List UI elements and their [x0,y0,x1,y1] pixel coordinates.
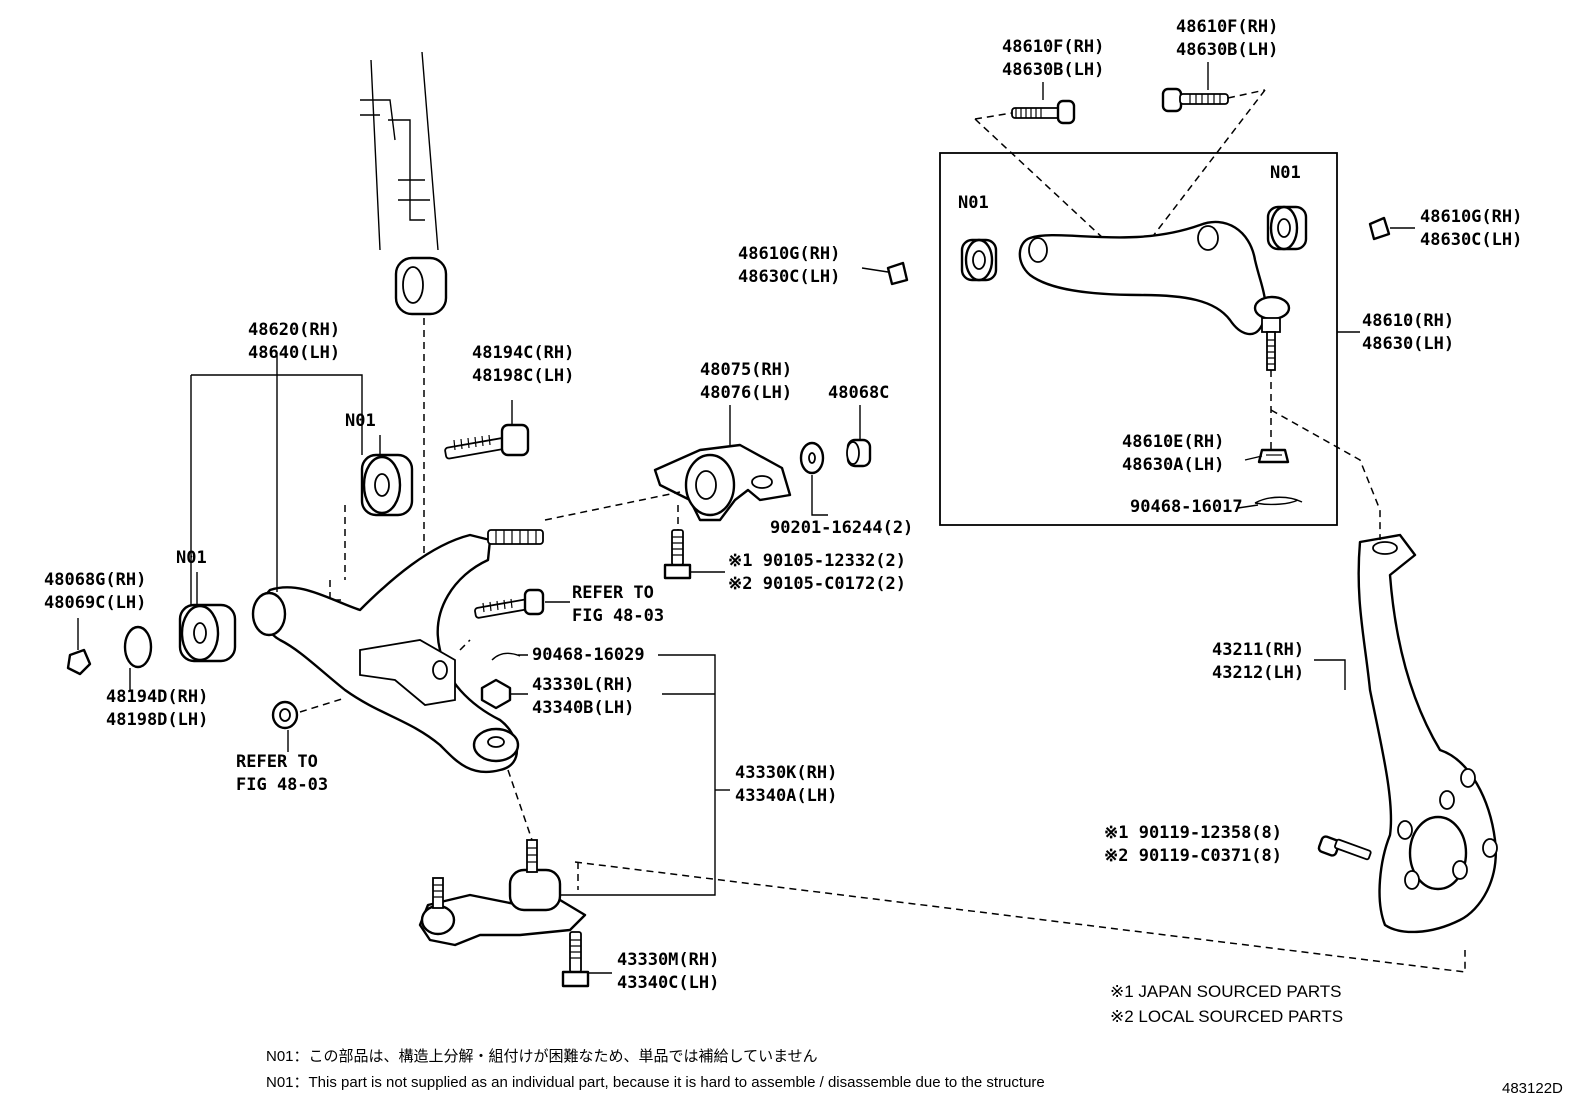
leader-line [1237,504,1259,509]
label-n01-lower-left: N01 [176,548,207,568]
label-48075-rh: 48075(RH) [700,360,792,380]
cotter-pin [1254,496,1303,506]
label-90105-12332: ※1 90105-12332(2) [728,551,906,571]
footnote-english: N01：This part is not supplied as an indi… [266,1074,1045,1091]
nut-refer [271,700,299,730]
label-48630B-lh-right: 48630B(LH) [1176,40,1278,60]
note-japan-sourced: ※1 JAPAN SOURCED PARTS [1110,982,1342,1001]
label-43330L-rh: 43330L(RH) [532,675,634,695]
label-48630C-lh-left: 48630C(LH) [738,267,840,287]
ball-joint-bolt-43330M [561,931,590,988]
label-48610E-rh: 48610E(RH) [1122,432,1224,452]
label-n01-upper-right: N01 [1270,163,1301,183]
label-90119-12358: ※1 90119-12358(8) [1104,823,1282,843]
lower-ball-joint [418,839,587,947]
leader-line [1244,455,1263,461]
leader-line [861,267,889,273]
nut-48610G-left [886,261,909,286]
label-48610F-rh-right: 48610F(RH) [1176,17,1278,37]
label-43330M-rh: 43330M(RH) [617,950,719,970]
label-90468-16017: 90468-16017 [1130,497,1243,517]
upper-control-arm [1018,220,1291,371]
label-43330K-rh: 43330K(RH) [735,763,837,783]
label-fig-48-03-lower: FIG 48-03 [236,775,328,795]
knuckle-bolt-90119 [1317,835,1372,861]
label-43211-rh: 43211(RH) [1212,640,1304,660]
label-90119-C0371: ※2 90119-C0371(8) [1104,846,1282,866]
label-48610-rh: 48610(RH) [1362,311,1454,331]
bracket-bolt-90105 [663,529,692,580]
label-48194D-rh: 48194D(RH) [106,687,208,707]
label-48069C-lh: 48069C(LH) [44,593,146,613]
lower-arm-rear-bushing [360,453,414,517]
label-48630A-lh: 48630A(LH) [1122,455,1224,475]
label-90201-16244: 90201-16244(2) [770,518,913,538]
cam-bolt-refer [474,588,545,619]
guide-line [299,697,346,713]
upper-arm-group-box [939,152,1338,526]
upper-arm-bushing-right [1266,205,1308,251]
label-48640-lh: 48640(LH) [248,343,340,363]
label-48076-lh: 48076(LH) [700,383,792,403]
label-90105-C0172: ※2 90105-C0172(2) [728,574,906,594]
guide-line [544,491,681,521]
label-48194C-rh: 48194C(RH) [472,343,574,363]
washer-48194D [123,625,153,669]
leader-line [1314,659,1346,690]
label-n01-lower-top: N01 [345,411,376,431]
cotter-pin-lower [491,652,521,661]
label-refer-to-upper: REFER TO [572,583,654,603]
guide-line [329,580,345,601]
label-48630-lh: 48630(LH) [1362,334,1454,354]
lower-control-arm [251,529,544,773]
cam-bolt-48194C [444,423,530,460]
label-48630B-lh-left: 48630B(LH) [1002,60,1104,80]
label-fig-48-03-upper: FIG 48-03 [572,606,664,626]
guide-line [1227,89,1266,99]
label-48198C-lh: 48198C(LH) [472,366,574,386]
guide-line [1149,89,1266,241]
label-48068G-rh: 48068G(RH) [44,570,146,590]
upper-arm-bolt-left [1011,99,1076,125]
lower-arm-bushing-bracket [653,443,792,522]
footnote-japanese: N01：この部品は、構造上分解・組付けが困難なため、単品では補給していません [266,1048,818,1065]
leader-line [190,355,363,605]
shock-absorber [360,51,448,316]
label-90468-16029: 90468-16029 [532,645,645,665]
note-local-sourced: ※2 LOCAL SOURCED PARTS [1110,1007,1343,1026]
label-48620-rh: 48620(RH) [248,320,340,340]
label-48610F-rh-left: 48610F(RH) [1002,37,1104,57]
label-48198D-lh: 48198D(LH) [106,710,208,730]
leader-line [811,475,828,516]
upper-arm-bushing-left [960,238,998,282]
nut-48068G [66,648,92,676]
label-43340C-lh: 43340C(LH) [617,973,719,993]
figure-id: 483122D [1502,1080,1563,1097]
leader-line [518,654,716,896]
label-48610G-rh-left: 48610G(RH) [738,244,840,264]
lower-arm-front-bushing [178,603,237,663]
label-n01-upper-left: N01 [958,193,989,213]
castle-nut-43330L [480,678,512,710]
upper-arm-bolt-right [1161,87,1229,113]
label-48610G-rh-right: 48610G(RH) [1420,207,1522,227]
label-43340A-lh: 43340A(LH) [735,786,837,806]
label-48068C: 48068C [828,383,889,403]
guide-line [974,112,1013,120]
label-43212-lh: 43212(LH) [1212,663,1304,683]
guide-line [507,769,533,841]
guide-line [1270,409,1381,540]
label-refer-to-lower: REFER TO [236,752,318,772]
label-43340B-lh: 43340B(LH) [532,698,634,718]
nut-48068C [846,438,872,468]
guide-line [974,118,1106,241]
steering-knuckle [1357,533,1498,934]
label-48630C-lh-right: 48630C(LH) [1420,230,1522,250]
nut-48610G-right [1368,216,1391,241]
guide-line [459,639,471,651]
ball-joint-nut [1257,448,1290,464]
